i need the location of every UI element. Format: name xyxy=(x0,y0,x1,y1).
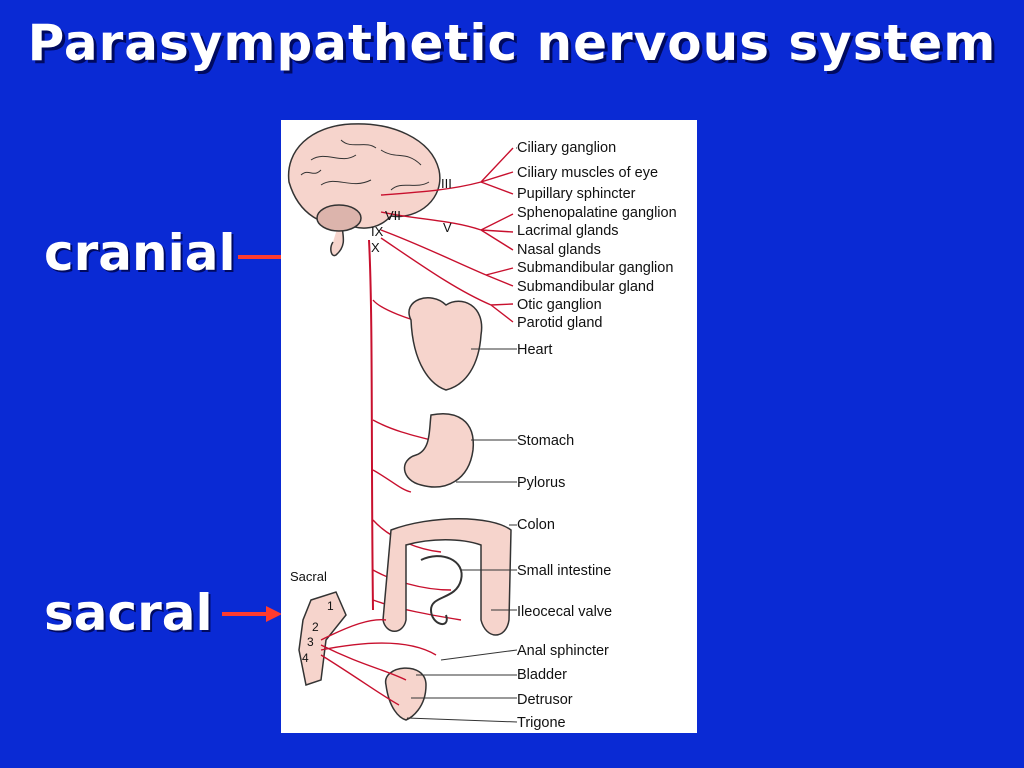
target-label: Lacrimal glands xyxy=(517,223,619,239)
target-label: Pylorus xyxy=(517,475,566,491)
nerve-label-v: V xyxy=(443,220,452,235)
stomach-icon xyxy=(403,413,474,488)
target-label: Pupillary sphincter xyxy=(517,186,636,202)
nerve-label-vii: VII xyxy=(385,208,401,223)
vagus-trunk xyxy=(368,239,374,611)
target-label: Colon xyxy=(517,517,555,533)
target-label: Nasal glands xyxy=(517,242,601,258)
target-label: Ciliary ganglion xyxy=(517,140,617,156)
heart-icon xyxy=(408,297,483,391)
cranial-label: cranial xyxy=(44,224,236,282)
leader-lines xyxy=(406,147,518,723)
target-label: Stomach xyxy=(517,433,575,449)
sacral-branches xyxy=(320,618,437,706)
colon-icon xyxy=(382,518,512,636)
target-label: Parotid gland xyxy=(517,315,603,331)
target-label: Heart xyxy=(517,342,553,358)
sacral-heading: Sacral xyxy=(290,569,327,584)
target-label: Submandibular ganglion xyxy=(517,260,674,276)
diagram-drawing xyxy=(287,123,518,723)
target-label: Detrusor xyxy=(517,692,573,708)
sacral-label: sacral xyxy=(44,584,213,642)
sacral-segment-1: 1 xyxy=(327,599,334,613)
sacral-segment-3: 3 xyxy=(307,635,314,649)
nerve-label-x: X xyxy=(371,240,380,255)
parasympathetic-diagram: III VII IX X V Ciliary ganglion Ciliary … xyxy=(281,120,697,733)
target-label: Otic ganglion xyxy=(517,297,602,313)
bladder-icon xyxy=(385,667,427,721)
sacral-segment-2: 2 xyxy=(312,620,319,634)
nerve-label-iii: III xyxy=(441,176,452,191)
target-label: Anal sphincter xyxy=(517,643,609,659)
target-label: Bladder xyxy=(517,667,567,683)
target-label: Ileocecal valve xyxy=(517,604,613,620)
target-label: Trigone xyxy=(517,715,566,731)
slide-title: Parasympathetic nervous system xyxy=(27,14,997,72)
target-label: Sphenopalatine ganglion xyxy=(517,205,677,221)
target-label: Submandibular gland xyxy=(517,279,655,295)
target-label: Small intestine xyxy=(517,563,612,579)
target-label: Ciliary muscles of eye xyxy=(517,165,659,181)
sacral-arrow-icon xyxy=(222,606,282,622)
brain-icon xyxy=(287,123,441,257)
sacral-segment-4: 4 xyxy=(302,651,309,665)
small-intestine-icon xyxy=(420,555,463,625)
nerve-label-ix: IX xyxy=(371,224,384,239)
